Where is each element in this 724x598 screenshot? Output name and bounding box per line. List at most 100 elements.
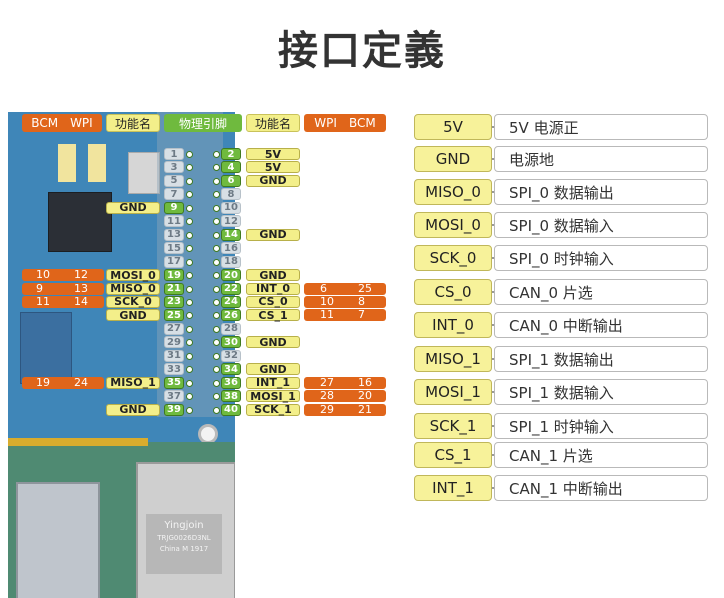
pin-number-left: 11 bbox=[164, 215, 184, 228]
pin-dot-right bbox=[213, 406, 220, 414]
header-right-bcm: BCM bbox=[348, 116, 376, 130]
header-right-func: 功能名 bbox=[246, 114, 300, 132]
wpi-left: 12 bbox=[74, 268, 88, 282]
pin-dot-right bbox=[213, 164, 220, 172]
pin-dot-right bbox=[213, 312, 220, 320]
pin-number-left: 37 bbox=[164, 390, 184, 403]
legend-description: SPI_0 数据输出 bbox=[494, 179, 708, 205]
header-physical-pin: 物理引脚 bbox=[164, 114, 242, 132]
pin-number-left: 9 bbox=[164, 201, 184, 214]
pin-dot-right bbox=[213, 393, 220, 401]
pin-number-right: 12 bbox=[221, 215, 241, 228]
bcm-left: 11 bbox=[36, 294, 50, 308]
pin-number-left: 33 bbox=[164, 363, 184, 376]
pin-number-left: 5 bbox=[164, 174, 184, 187]
function-left: GND bbox=[106, 403, 160, 416]
pin-dot-right bbox=[213, 204, 220, 212]
pin-number-right: 18 bbox=[221, 255, 241, 268]
function-right: SCK_1 bbox=[246, 403, 300, 416]
bcm-right: 20 bbox=[358, 389, 372, 403]
pin-dot-left bbox=[186, 272, 193, 280]
legend-description: SPI_1 时钟输入 bbox=[494, 413, 708, 439]
pin-number-right: 2 bbox=[221, 148, 241, 160]
pin-dot-right bbox=[213, 272, 220, 280]
pin-dot-right bbox=[213, 366, 220, 374]
pin-dot-right bbox=[213, 191, 220, 199]
bcm-right: 25 bbox=[358, 281, 372, 295]
function-right: GND bbox=[246, 336, 300, 349]
legend-description: CAN_0 中断输出 bbox=[494, 312, 708, 338]
pin-dot-right bbox=[213, 325, 220, 333]
wpi-right: 28 bbox=[320, 389, 334, 403]
pin-number-left: 25 bbox=[164, 309, 184, 322]
function-right: MOSI_1 bbox=[246, 390, 300, 403]
pin-number-right: 20 bbox=[221, 269, 241, 282]
wpi-right: 10 bbox=[320, 294, 334, 308]
pin-dot-right bbox=[213, 352, 220, 360]
legend-key: SCK_1 bbox=[414, 413, 492, 439]
pin-dot-left bbox=[186, 151, 193, 158]
board-print-3: China M 1917 bbox=[159, 545, 209, 553]
pin-dot-right bbox=[213, 218, 220, 226]
legend-description: SPI_1 数据输出 bbox=[494, 346, 708, 372]
bcm-right: 16 bbox=[358, 375, 372, 389]
board-print-1: Yingjoin bbox=[164, 520, 204, 531]
pin-dot-left bbox=[186, 164, 193, 172]
pin-number-right: 8 bbox=[221, 188, 241, 201]
pin-number-left: 27 bbox=[164, 322, 184, 335]
bcm-right: 8 bbox=[358, 294, 365, 308]
pin-dot-left bbox=[186, 312, 193, 320]
legend-key: 5V bbox=[414, 114, 492, 140]
pin-number-right: 28 bbox=[221, 322, 241, 335]
legend-description: SPI_0 时钟输入 bbox=[494, 245, 708, 271]
pin-number-left: 7 bbox=[164, 188, 184, 201]
header-left-wpi: WPI bbox=[70, 116, 93, 130]
function-left: MISO_1 bbox=[106, 376, 160, 389]
pin-dot-left bbox=[186, 218, 193, 226]
pin-dot-right bbox=[213, 231, 220, 239]
legend-description: CAN_0 片选 bbox=[494, 279, 708, 305]
pin-number-right: 22 bbox=[221, 282, 241, 295]
pin-number-right: 38 bbox=[221, 390, 241, 403]
legend-key: MOSI_0 bbox=[414, 212, 492, 238]
bcm-left: 9 bbox=[36, 281, 43, 295]
legend-key: SCK_0 bbox=[414, 245, 492, 271]
pin-dot-left bbox=[186, 231, 193, 239]
pin-dot-right bbox=[213, 245, 220, 253]
pin-dot-left bbox=[186, 325, 193, 333]
pin-dot-left bbox=[186, 339, 193, 347]
wpi-right: 29 bbox=[320, 402, 334, 416]
legend-description: CAN_1 中断输出 bbox=[494, 475, 708, 501]
function-left: SCK_0 bbox=[106, 295, 160, 308]
function-right: GND bbox=[246, 174, 300, 187]
pin-dot-right bbox=[213, 298, 220, 306]
function-right: 5V bbox=[246, 148, 300, 161]
header-left-bcm: BCM bbox=[31, 116, 59, 130]
pin-dot-right bbox=[213, 285, 220, 293]
pin-number-left: 3 bbox=[164, 161, 184, 174]
function-right: 5V bbox=[246, 161, 300, 174]
bcm-left: 19 bbox=[36, 375, 50, 389]
pin-number-right: 34 bbox=[221, 363, 241, 376]
pin-number-right: 26 bbox=[221, 309, 241, 322]
function-right: CS_1 bbox=[246, 309, 300, 322]
pin-number-right: 24 bbox=[221, 295, 241, 308]
function-right: INT_1 bbox=[246, 376, 300, 389]
board-print-2: TRJG0026D3NL bbox=[157, 534, 211, 542]
pin-number-right: 10 bbox=[221, 201, 241, 214]
pin-dot-left bbox=[186, 352, 193, 360]
pin-dot-right bbox=[213, 151, 220, 158]
pin-dot-right bbox=[213, 258, 220, 266]
pin-number-right: 32 bbox=[221, 349, 241, 362]
function-right: GND bbox=[246, 228, 300, 241]
